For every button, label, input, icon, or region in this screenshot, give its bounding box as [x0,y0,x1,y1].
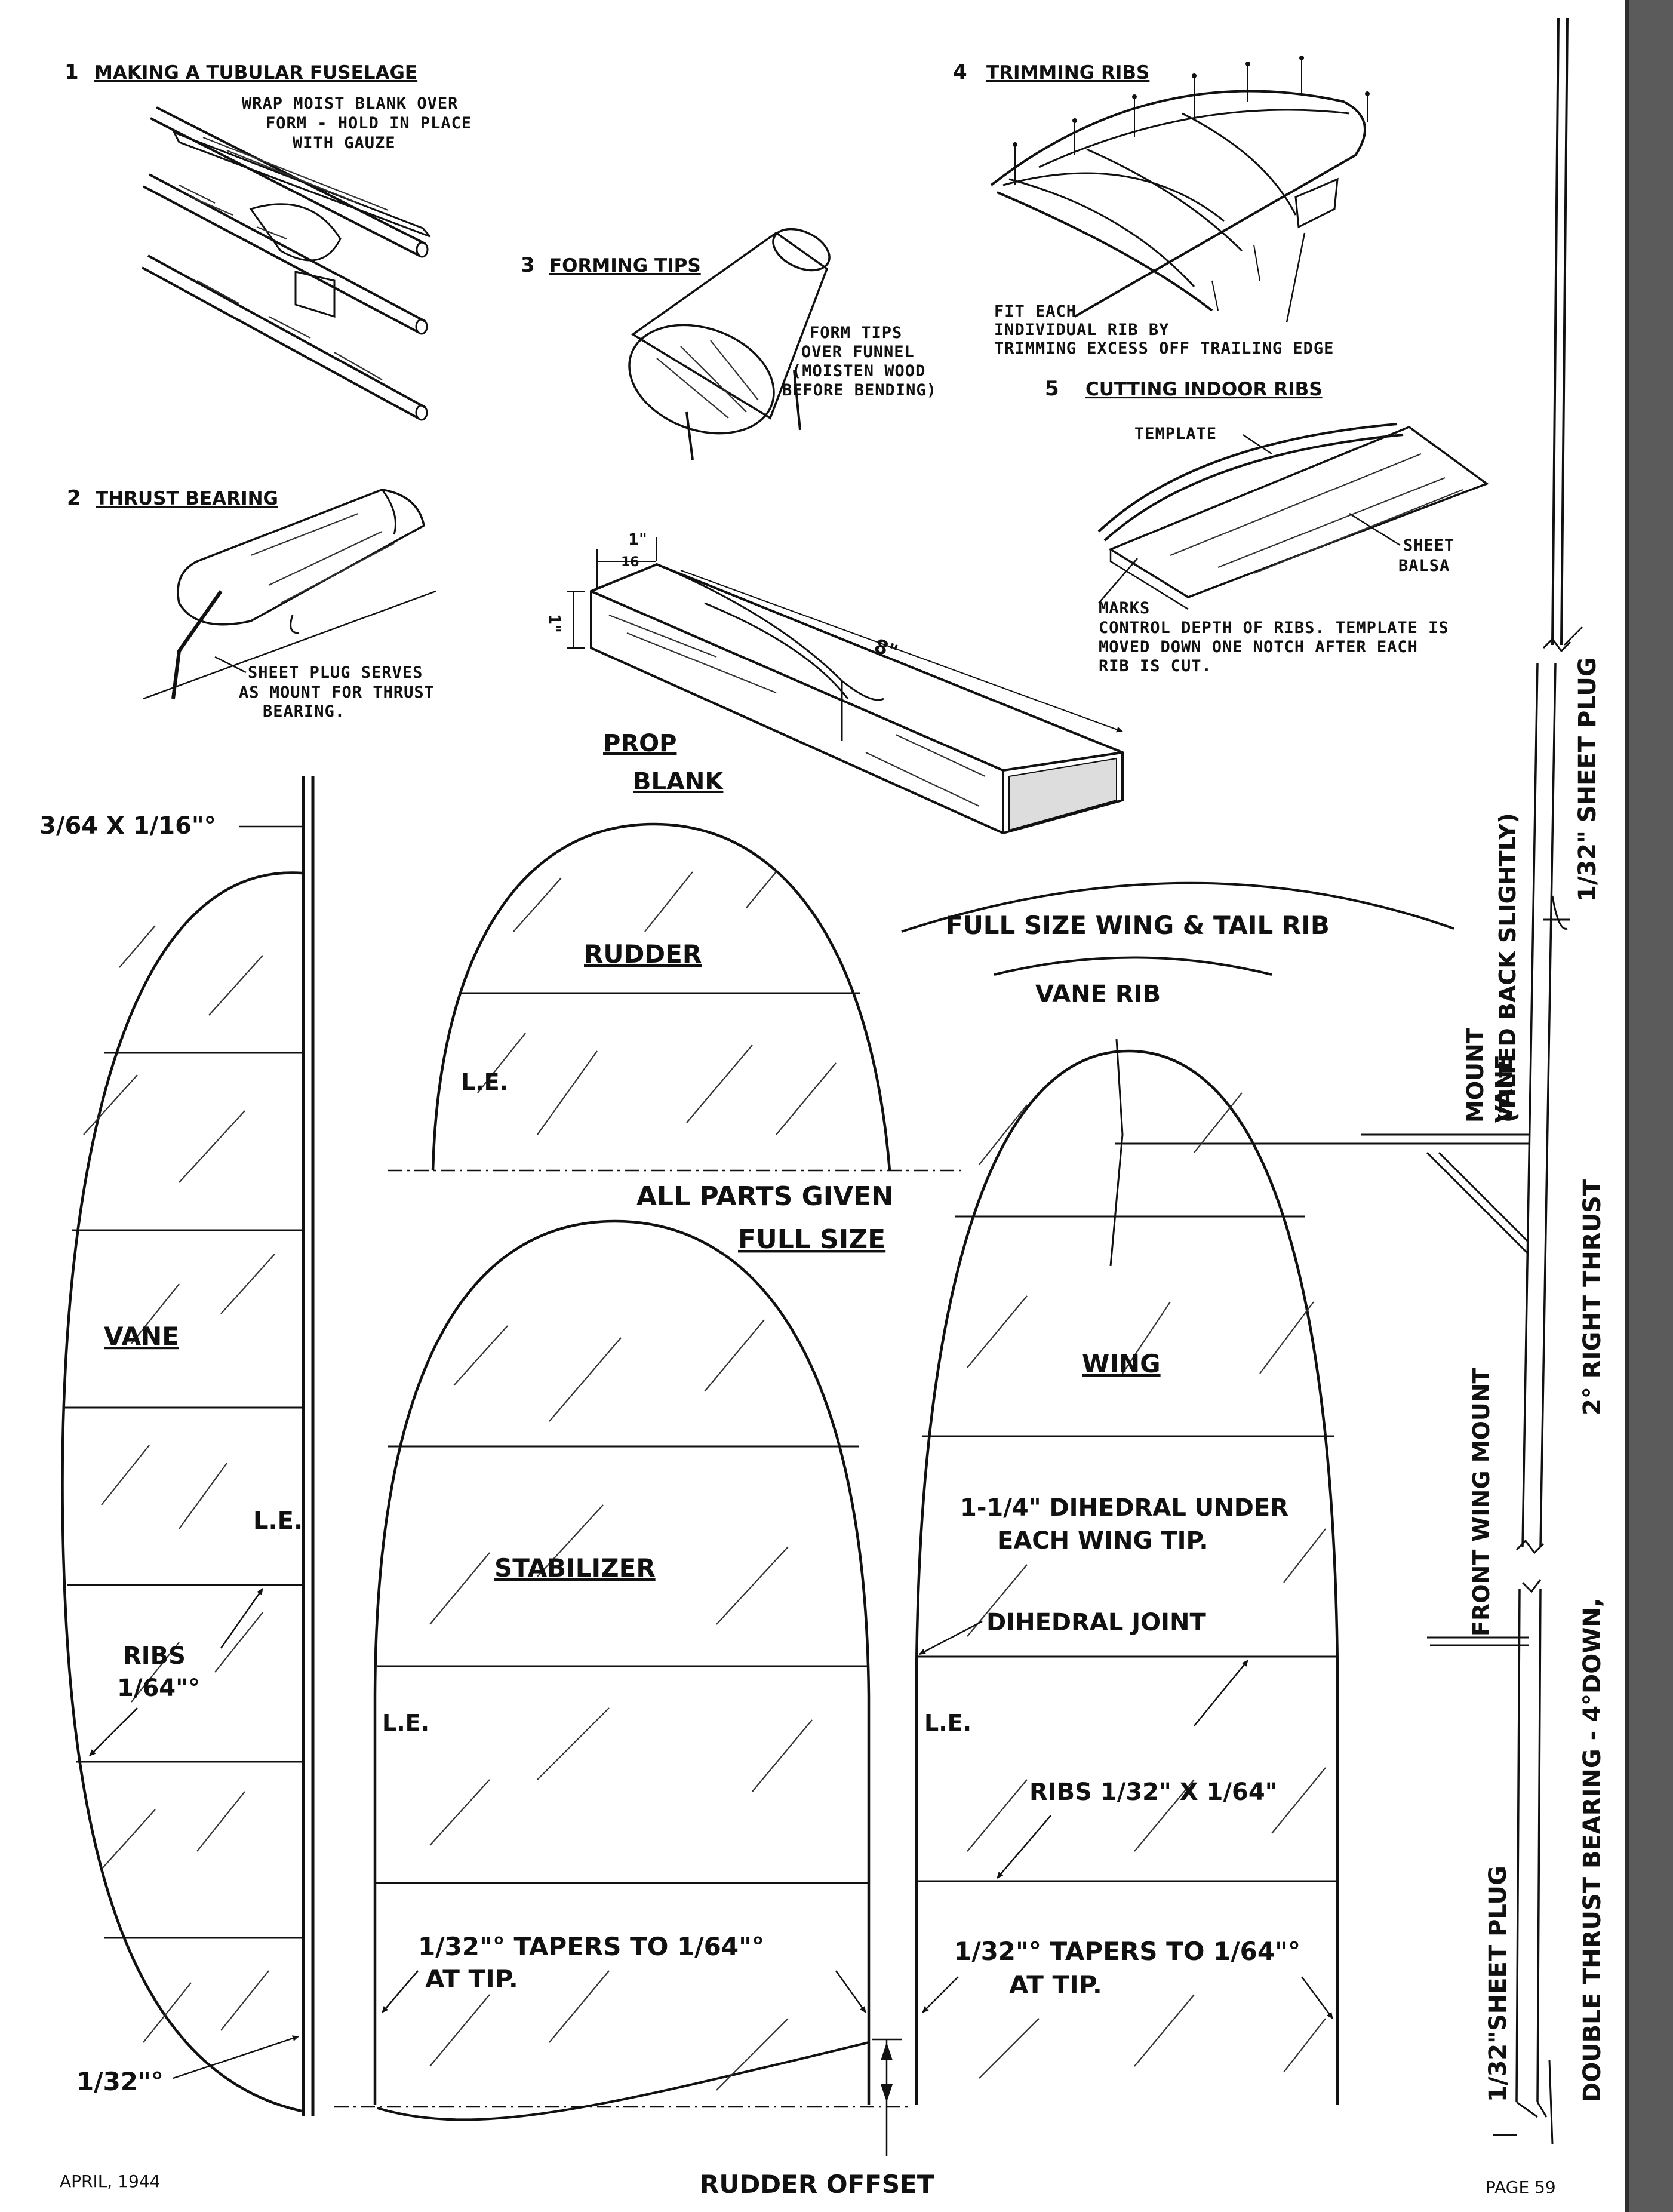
stabilizer-label: STABILIZER [494,1553,656,1583]
stabilizer-outline: STABILIZER L.E. 1/32"° TAPERS TO 1/64"° … [334,1219,934,2199]
stabilizer-taper-line1: 1/32"° TAPERS TO 1/64"° [418,1932,764,1961]
vane-le-label: L.E. [253,1507,303,1535]
wing-label: WING [1082,1349,1161,1378]
prop-title-line2: BLANK [633,768,724,795]
wing-taper-line2: AT TIP. [1009,1970,1102,1999]
right-thrust-label: 2° RIGHT THRUST [1579,1179,1606,1415]
step5-number: 5 [1045,377,1059,401]
prop-width-denominator: 16 [621,555,639,570]
prop-length-label: 8" [871,634,901,663]
stabilizer-le-label: L.E. [382,1710,429,1736]
step4-title: TRIMMING RIBS [986,62,1149,84]
step3-note-line1: FORM TIPS [810,324,902,342]
step1-fuselage-drawing: 1 MAKING A TUBULAR FUSELAGE WRAP MOIST B… [64,60,472,421]
step3-forming-tips-drawing: 3 FORMING TIPS FORM TIPS OVER FUNNEL (MO… [521,228,937,460]
step3-note-line3: (MOISTEN WOOD [792,362,925,380]
step4-note-line3: TRIMMING EXCESS OFF TRAILING EDGE [994,339,1334,358]
rudder-outline: RUDDER L.E. ALL PARTS GIVEN FULL SIZE [388,822,961,1255]
step1-title: MAKING A TUBULAR FUSELAGE [94,62,417,84]
dihedral-joint-label: DIHEDRAL JOINT [986,1609,1207,1636]
vane-rib-label: VANE RIB [1035,981,1161,1008]
dihedral-line1: 1-1/4" DIHEDRAL UNDER [960,1494,1288,1522]
vane-outline: 3/64 X 1/16"° VANE L.E. RIBS 1/64"° 1/32… [39,776,315,2116]
step3-title: FORMING TIPS [549,255,701,276]
spar-size-label: 3/64 X 1/16"° [39,812,216,840]
step2-note-line1: SHEET PLUG SERVES [248,663,423,682]
step2-note-line3: BEARING. [263,702,345,721]
step1-number: 1 [64,60,79,84]
step5-marks-line3: MOVED DOWN ONE NOTCH AFTER EACH [1099,638,1418,656]
step3-note-line4: BEFORE BENDING) [782,381,937,400]
step4-trimming-ribs-drawing: 4 TRIMMING RIBS FIT EACH INDIVIDUAL RIB … [953,56,1370,358]
all-parts-line2: FULL SIZE [738,1224,885,1255]
all-parts-line1: ALL PARTS GIVEN [636,1181,893,1212]
vane-tip-size-label: 1/32"° [76,2067,164,2096]
step2-thrust-bearing-drawing: 2 THRUST BEARING SHEET PLUG SERVES AS MO… [67,486,436,721]
prop-height-label: 1" [545,614,563,633]
vane-ribs-line2: 1/64"° [117,1675,200,1702]
step1-note-line2: FORM - HOLD IN PLACE [266,114,472,133]
step2-title: THRUST BEARING [96,488,278,509]
vane-ribs-line1: RIBS [123,1642,186,1670]
footer-page-number: PAGE 59 [1486,2177,1556,2197]
wing-ribs-label: RIBS 1/32" X 1/64" [1029,1778,1278,1806]
step4-number: 4 [953,60,967,84]
step5-title: CUTTING INDOOR RIBS [1085,379,1323,400]
step5-marks-line1: MARKS [1099,599,1150,617]
prop-width-numerator: 1" [628,531,647,549]
sheet-plug-top-label: 1/32" SHEET PLUG [1574,657,1601,902]
step5-cutting-ribs-drawing: 5 CUTTING INDOOR RIBS TEMPLATE SHEET BAL… [1045,377,1489,675]
vane-label: VANE [104,1322,179,1351]
binding-strip [1625,0,1673,2212]
step3-note-line2: OVER FUNNEL [801,343,915,361]
stabilizer-taper-line2: AT TIP. [425,1964,518,1993]
step2-number: 2 [67,486,81,510]
step5-sheet-line2: BALSA [1398,557,1450,575]
prop-title-line1: PROP [603,730,676,757]
vane-mount-line3: (TILTED BACK SLIGHTLY) [1494,813,1521,1123]
prop-blank-drawing: 1" 16 1" 8" PROP BLANK [545,531,1124,835]
wing-taper-line1: 1/32"° TAPERS TO 1/64"° [954,1937,1300,1966]
step3-number: 3 [521,253,535,277]
wing-le-label: L.E. [924,1710,971,1736]
step2-note-line2: AS MOUNT FOR THRUST [239,683,435,702]
vane-mount-line2: MOUNT [1462,1028,1489,1123]
rudder-label: RUDDER [584,939,702,969]
rudder-offset-label: RUDDER OFFSET [700,2170,934,2199]
fuselage-motor-stick: 1/32"SHEET PLUG 1/32" SHEET PLUG VANE MO… [1361,17,1606,2145]
step4-note-line1: FIT EACH [994,302,1077,321]
step1-note-line1: WRAP MOIST BLANK OVER [242,94,458,113]
full-size-rib-label: FULL SIZE WING & TAIL RIB [946,911,1330,940]
sheet-plug-bottom-label: 1/32"SHEET PLUG [1484,1866,1512,2102]
rudder-le-label: L.E. [461,1069,508,1095]
front-wing-mount-label: FRONT WING MOUNT [1468,1368,1494,1636]
step5-marks-line4: RIB IS CUT. [1099,657,1212,675]
wing-outline: FULL SIZE WING & TAIL RIB VANE RIB WING … [901,881,1454,2105]
step1-note-line3: WITH GAUZE [293,134,396,152]
dihedral-line2: EACH WING TIP. [997,1527,1208,1554]
step5-template-label: TEMPLATE [1134,425,1217,443]
step5-sheet-line1: SHEET [1403,536,1454,555]
vane-mount-line1: VANE [1491,1055,1517,1123]
double-thrust-bearing-label: DOUBLE THRUST BEARING - 4°DOWN, [1579,1598,1606,2102]
footer-date: APRIL, 1944 [60,2171,160,2191]
step4-note-line2: INDIVIDUAL RIB BY [994,321,1169,339]
step5-marks-line2: CONTROL DEPTH OF RIBS. TEMPLATE IS [1099,619,1449,637]
